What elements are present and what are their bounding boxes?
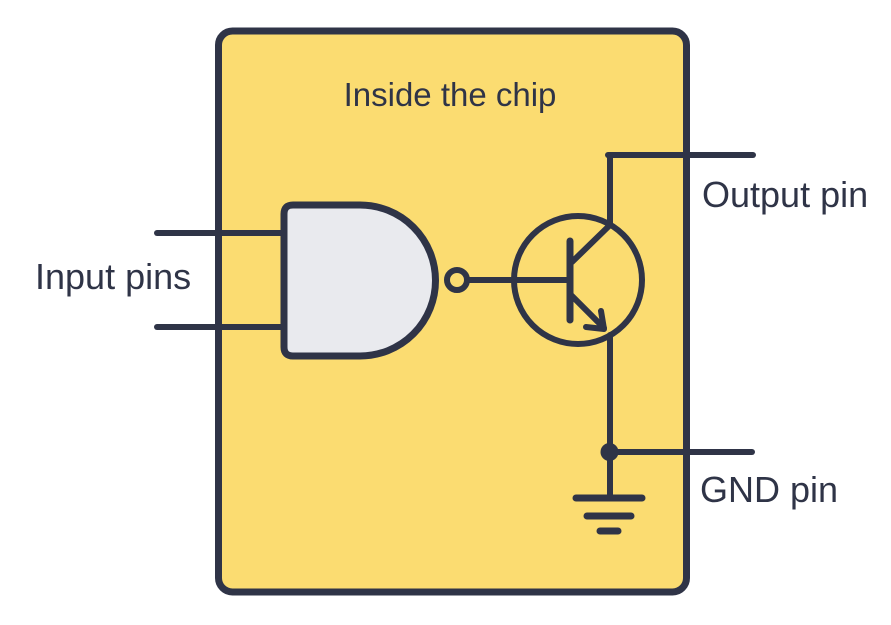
npn-transistor-icon xyxy=(511,152,645,347)
gnd-pin-label: GND pin xyxy=(700,469,838,510)
ground-symbol-icon xyxy=(572,494,646,535)
transistor-body xyxy=(511,213,645,347)
input-pins-label: Input pins xyxy=(35,256,191,297)
collector-wire xyxy=(569,152,613,265)
nand-gate-body xyxy=(280,201,439,360)
emitter-wire xyxy=(567,291,607,331)
emitter-arrowhead-icon xyxy=(583,308,607,332)
chip-body xyxy=(215,27,690,596)
chip-title: Inside the chip xyxy=(344,76,557,113)
output-pin-label: Output pin xyxy=(702,174,868,215)
